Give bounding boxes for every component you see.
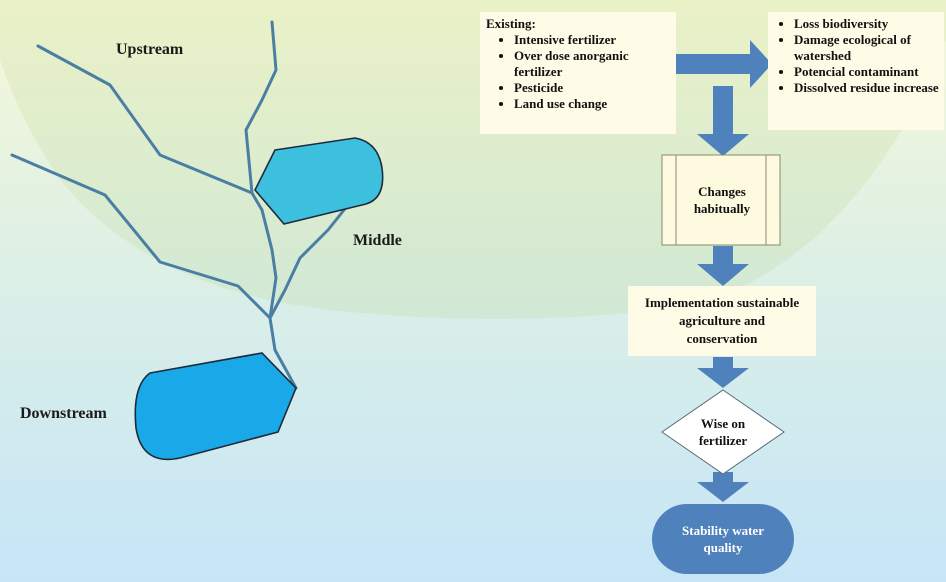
flow-arrows — [676, 40, 772, 502]
impacts-box: Loss biodiversity Damage ecological of w… — [768, 12, 944, 130]
result-text: Stability water quality — [682, 523, 764, 555]
existing-title: Existing: — [486, 16, 536, 31]
river-tributary-4 — [250, 191, 278, 320]
downstream-label: Downstream — [20, 405, 107, 422]
impact-item: Damage ecological of watershed — [794, 32, 944, 64]
river-trunk — [268, 316, 298, 390]
river-tributary-2 — [244, 20, 278, 195]
arrow-existing-to-impacts — [676, 40, 772, 88]
river-tributary-1 — [36, 44, 254, 195]
river-tributary-3 — [10, 153, 272, 320]
downstream-reservoir — [134, 352, 297, 461]
decision-diamond — [661, 389, 785, 475]
arrow-to-implementation — [697, 246, 749, 286]
middle-label: Middle — [353, 232, 402, 249]
changes-text: Changes habitually — [693, 184, 751, 216]
existing-list: Intensive fertilizer Over dose anorganic… — [486, 32, 670, 112]
existing-box: Existing: Intensive fertilizer Over dose… — [480, 12, 676, 134]
impact-item: Dissolved residue increase — [794, 80, 944, 96]
arrow-to-result — [697, 472, 749, 502]
arrow-to-decision — [697, 357, 749, 388]
impacts-list: Loss biodiversity Damage ecological of w… — [770, 16, 944, 96]
existing-item: Intensive fertilizer — [514, 32, 670, 48]
changes-box — [661, 154, 781, 246]
impact-item: Potencial contaminant — [794, 64, 944, 80]
existing-item: Pesticide — [514, 80, 670, 96]
implementation-box: Implementation sustainable agriculture a… — [628, 286, 816, 356]
middle-reservoir — [254, 137, 384, 225]
decision-text: Wise on fertilizer — [698, 416, 748, 448]
arrow-to-changes — [697, 86, 749, 156]
existing-item: Over dose anorganic fertilizer — [514, 48, 670, 80]
existing-item: Land use change — [514, 96, 670, 112]
result-terminal — [652, 504, 794, 574]
impact-item: Loss biodiversity — [794, 16, 944, 32]
upstream-label: Upstream — [116, 41, 184, 58]
